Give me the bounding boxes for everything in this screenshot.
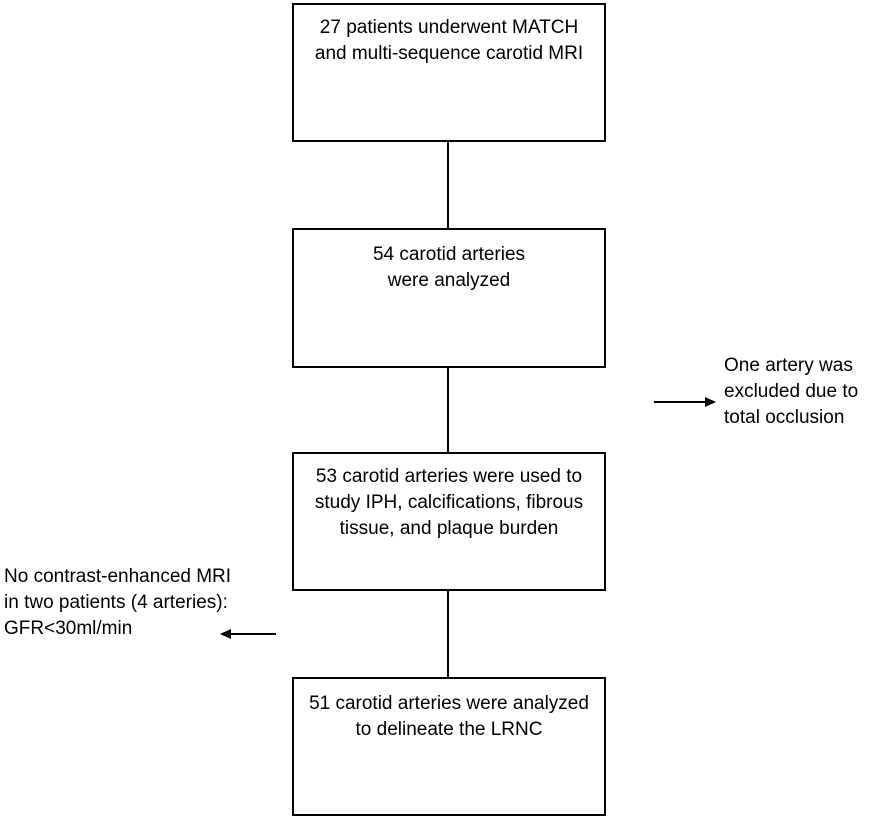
connector-line-2 xyxy=(447,368,449,452)
step-text-lrnc: 51 carotid arteries were analyzed to del… xyxy=(309,693,589,740)
exclusion-note-contrast: No contrast-enhanced MRI in two patients… xyxy=(4,566,232,639)
step-box-iph-study: 53 carotid arteries were used to study I… xyxy=(292,452,606,591)
step-text-iph-study: 53 carotid arteries were used to study I… xyxy=(314,466,584,539)
connector-line-3 xyxy=(447,591,449,677)
step-box-enrollment: 27 patients underwent MATCH and multi-se… xyxy=(292,3,606,142)
step-text-analyzed: 54 carotid arteries were analyzed xyxy=(372,244,526,291)
step-text-enrollment: 27 patients underwent MATCH and multi-se… xyxy=(314,17,584,64)
exclusion-note-occlusion: One artery was excluded due to total occ… xyxy=(724,355,859,428)
step-box-lrnc: 51 carotid arteries were analyzed to del… xyxy=(292,677,606,816)
exclusion-arrow-left-icon xyxy=(220,629,276,639)
exclusion-arrow-right-icon xyxy=(654,397,716,407)
connector-line-1 xyxy=(447,142,449,228)
step-box-analyzed: 54 carotid arteries were analyzed xyxy=(292,228,606,368)
